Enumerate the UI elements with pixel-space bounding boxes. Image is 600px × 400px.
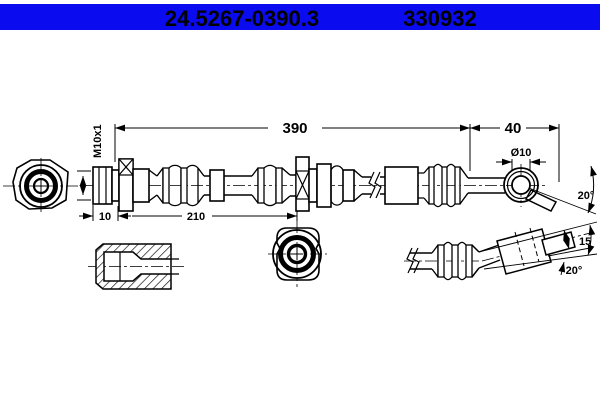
bracket-cross-box [118, 158, 134, 176]
label-15: 15 [579, 236, 591, 248]
break-symbol-2 [406, 247, 420, 274]
left-end-front-view [12, 159, 69, 210]
dimension-40: 40 [470, 120, 560, 182]
hose-side-view [92, 156, 505, 212]
dimension-m10x1: M10x1 [77, 124, 104, 201]
label-40: 40 [505, 120, 522, 137]
part-number-text: 24.5267-0390.3 [165, 6, 319, 31]
label-390: 390 [282, 120, 307, 137]
label-bore: Ø10 [511, 147, 532, 159]
dimension-10-210: 10 210 [79, 205, 298, 223]
label-10: 10 [99, 211, 111, 223]
angled-end-view [406, 227, 576, 281]
catalog-number-text: 330932 [403, 6, 476, 31]
label-angle-top: 20° [578, 190, 595, 202]
angle-banjo-dimension: 20° [578, 165, 597, 214]
end-angle-dimensions: 15 20° [478, 221, 598, 277]
header-bar: 24.5267-0390.3 330932 [0, 4, 600, 31]
middle-bracket-cross-box [295, 170, 310, 200]
socket-cross-section [95, 243, 179, 290]
header-background [0, 4, 600, 30]
label-m10x1: M10x1 [92, 124, 104, 158]
label-210: 210 [187, 211, 205, 223]
break-symbol [368, 171, 382, 199]
dimension-390: 390 [114, 120, 471, 171]
dimension-bore: Ø10 [496, 147, 546, 171]
label-angle-bottom: 20° [566, 265, 583, 277]
banjo-fitting [503, 167, 597, 215]
bracket-front-view [272, 227, 322, 281]
